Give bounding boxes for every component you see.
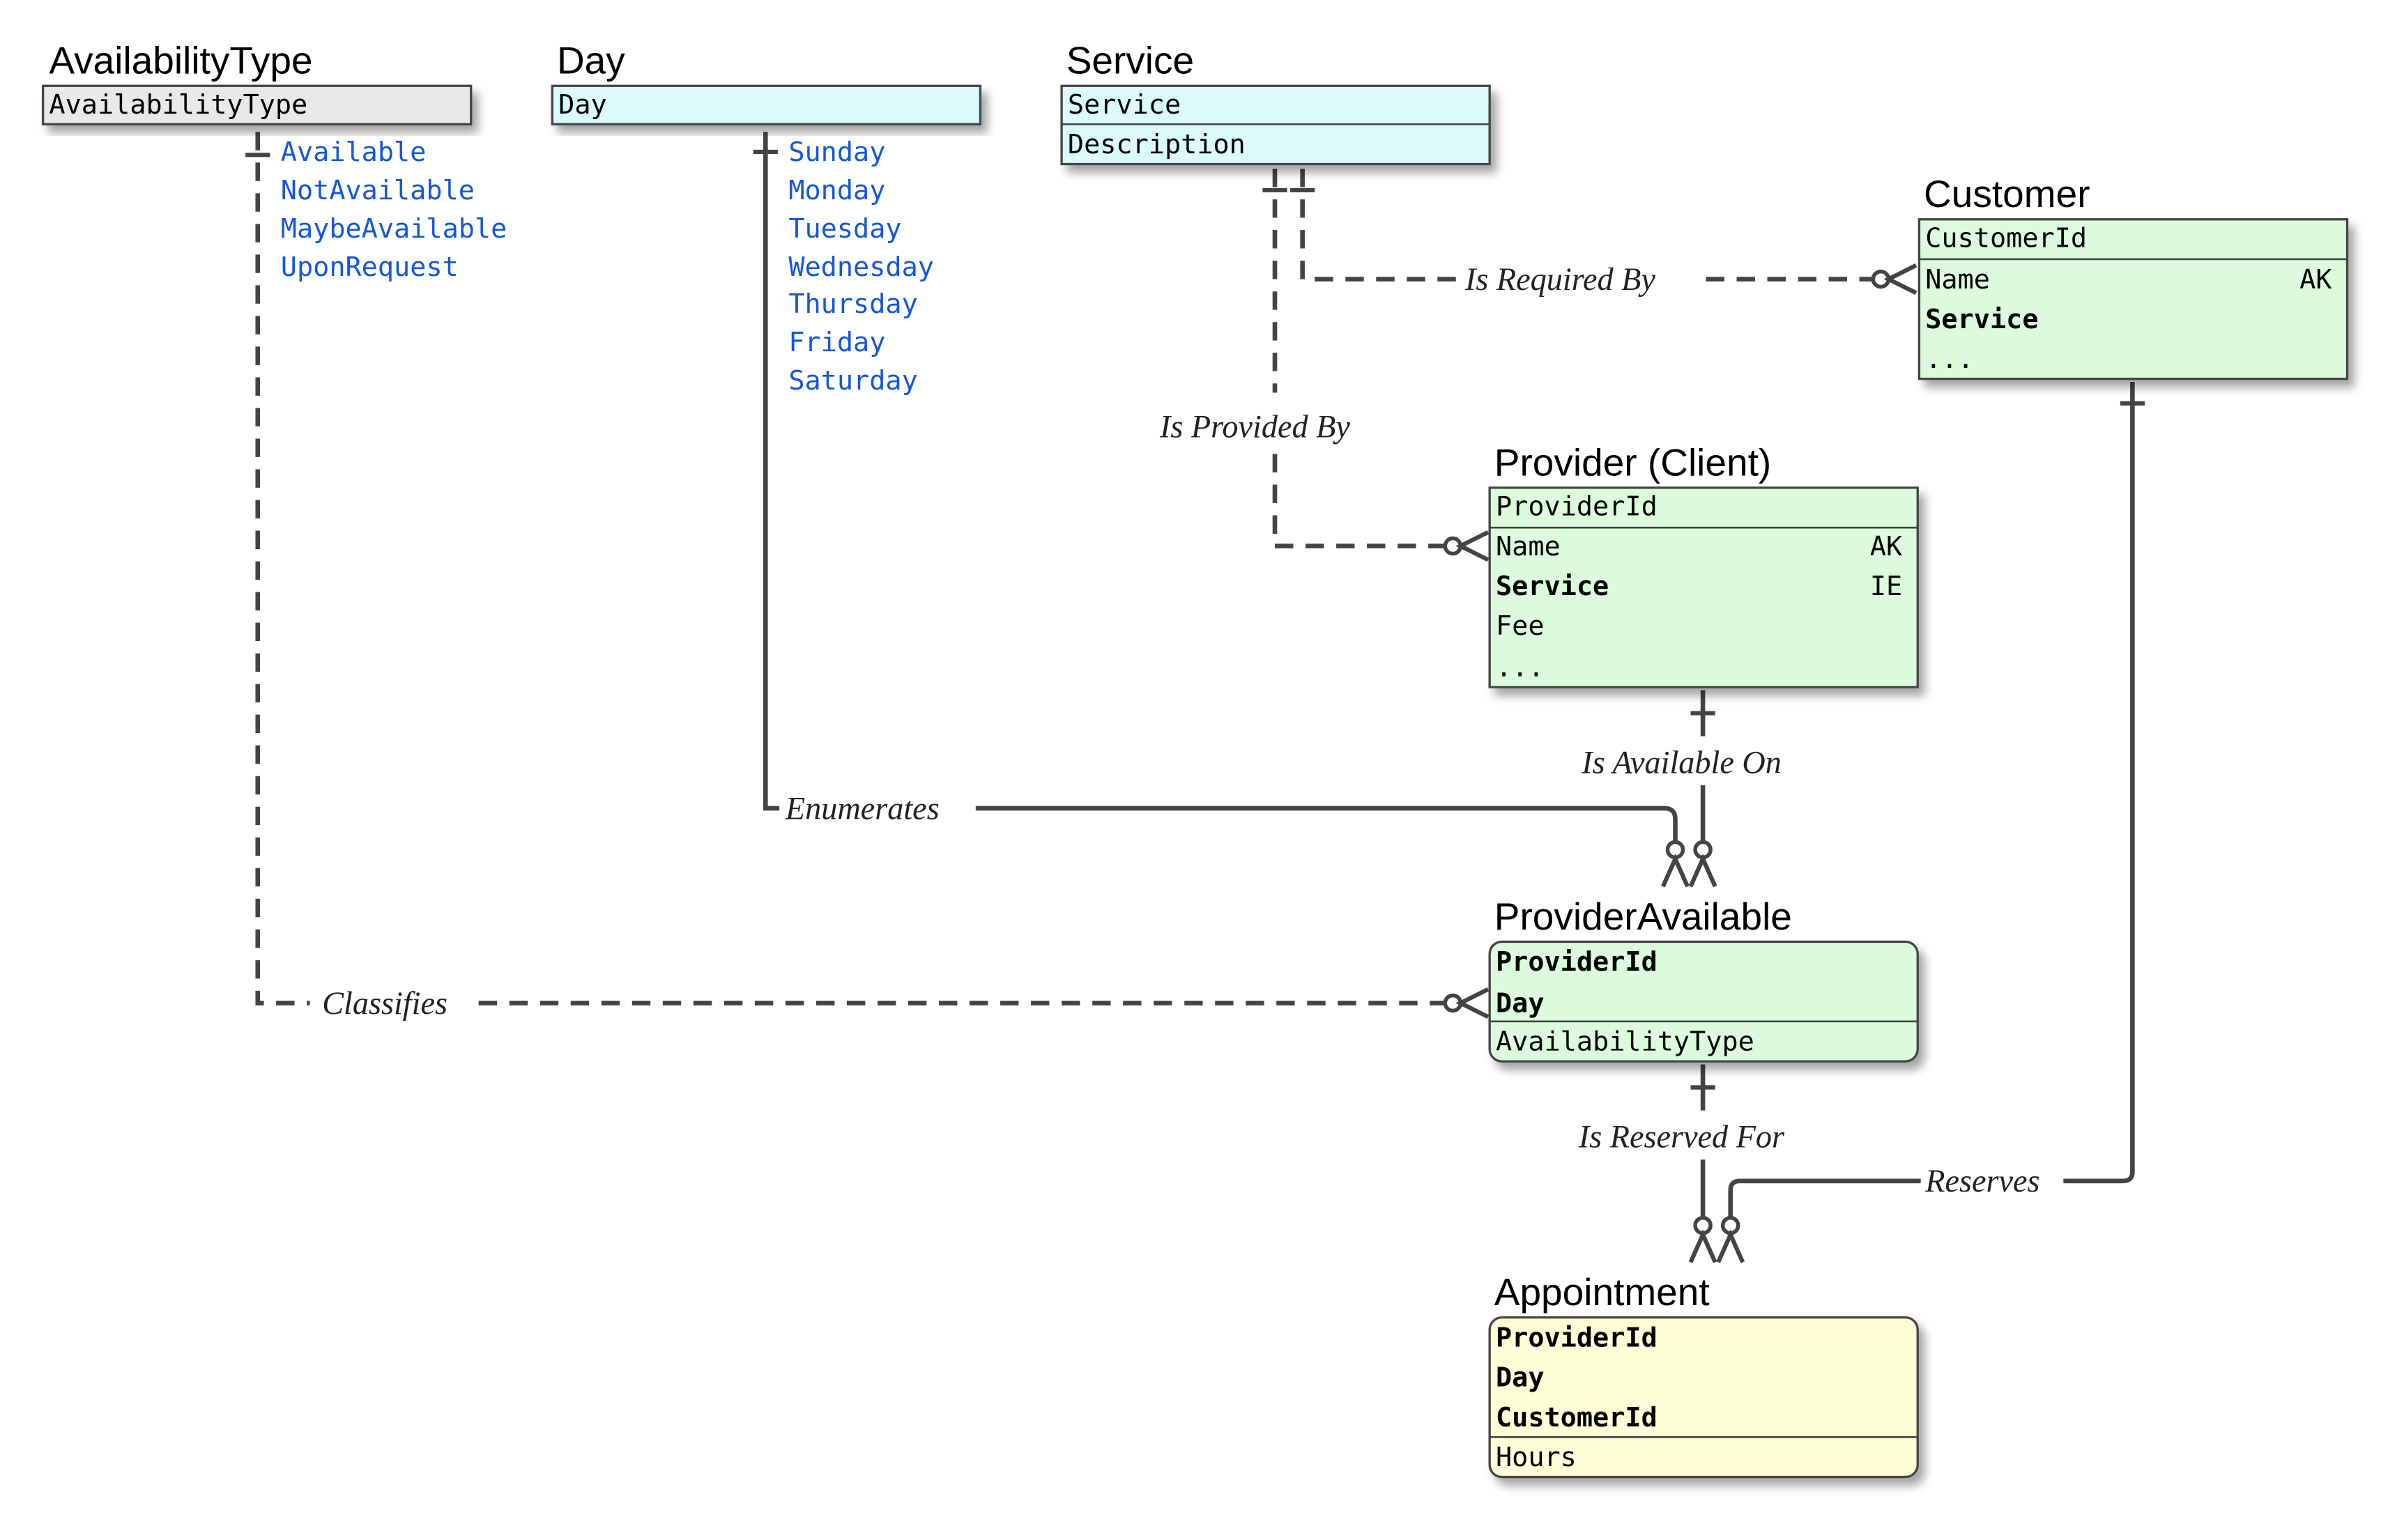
entity-title: AvailabilityType: [49, 39, 312, 82]
attribute: Name: [1496, 531, 1561, 562]
entity-box: [551, 84, 982, 125]
entity-title: Appointment: [1494, 1270, 1710, 1314]
entity-service: Service Service Description: [1060, 39, 1491, 166]
attribute-tag: IE: [1870, 571, 1902, 602]
attribute: ...: [1925, 344, 1974, 375]
rel-is-available-on: Is Available On: [1581, 690, 1782, 888]
attribute: ...: [1496, 652, 1545, 684]
entity-box: [1488, 940, 1919, 1063]
key-attribute: CustomerId: [1496, 1402, 1657, 1433]
entity-appointment: Appointment ProviderId Day CustomerId Ho…: [1488, 1270, 1919, 1479]
enum-value: Sunday: [788, 137, 885, 168]
key-attribute: Day: [558, 89, 607, 121]
attribute: AvailabilityType: [1496, 1026, 1754, 1058]
entity-box: [1488, 486, 1919, 688]
entity-provider: Provider (Client) ProviderId Name AK Ser…: [1488, 440, 1919, 688]
enum-value: Tuesday: [788, 213, 901, 245]
enum-value: Saturday: [788, 365, 917, 396]
rel-enumerates-label: Enumerates: [785, 790, 940, 826]
attribute: Service: [1925, 304, 2038, 335]
crowfoot-mark: [1455, 530, 1490, 562]
attribute: Description: [1068, 129, 1246, 160]
crowfoot-mark: [1688, 853, 1717, 888]
enum-value: Thursday: [788, 288, 917, 320]
rel-reserves-label: Reserves: [1924, 1163, 2039, 1199]
rel-is-required-by-label: Is Required By: [1464, 261, 1655, 297]
entity-box: [1917, 218, 2349, 380]
crowfoot-mark: [1455, 987, 1490, 1019]
entity-box: [41, 84, 473, 125]
key-attribute: Day: [1496, 1362, 1545, 1394]
key-attribute: CustomerId: [1925, 222, 2087, 254]
crowfoot-mark: [1716, 1229, 1745, 1263]
entity-title: Customer: [1924, 172, 2090, 215]
rel-reserves: Reserves: [1716, 382, 2145, 1263]
rel-is-reserved-for-label: Is Reserved For: [1578, 1118, 1785, 1154]
key-attribute: ProviderId: [1496, 1322, 1657, 1353]
entity-title: Provider (Client): [1494, 440, 1771, 484]
enum-value: NotAvailable: [281, 175, 475, 206]
rel-is-provided-by: Is Provided By: [1159, 169, 1490, 562]
rel-is-required-by: Is Required By: [1290, 169, 1917, 297]
entity-availability-type: AvailabilityType AvailabilityType Availa…: [41, 39, 507, 283]
rel-is-available-on-label: Is Available On: [1581, 744, 1782, 780]
attribute: Service: [1496, 571, 1609, 602]
attribute-tag: AK: [1870, 531, 1903, 562]
crowfoot-mark: [1661, 853, 1690, 888]
key-attribute: Service: [1068, 89, 1181, 121]
key-attribute: AvailabilityType: [49, 89, 307, 121]
entity-title: ProviderAvailable: [1494, 895, 1792, 938]
enum-value: Monday: [788, 175, 885, 206]
rel-is-provided-by-label: Is Provided By: [1159, 408, 1350, 444]
enum-value: Wednesday: [788, 252, 934, 283]
attribute: Fee: [1496, 610, 1545, 642]
entity-title: Day: [557, 39, 625, 82]
rel-is-reserved-for: Is Reserved For: [1578, 1064, 1785, 1263]
key-attribute: Day: [1496, 988, 1545, 1019]
rel-classifies: Classifies: [245, 132, 1490, 1021]
attribute: Name: [1925, 264, 1990, 295]
entity-title: Service: [1066, 39, 1194, 82]
enum-value: UponRequest: [281, 252, 459, 283]
enum-value: Available: [281, 137, 427, 168]
entity-customer: Customer CustomerId Name AK Service ...: [1917, 172, 2349, 380]
entity-day: Day Day Sunday Monday Tuesday Wednesday …: [551, 39, 982, 396]
entity-provider-available: ProviderAvailable ProviderId Day Availab…: [1488, 895, 1919, 1063]
crowfoot-mark: [1883, 263, 1917, 295]
rel-classifies-label: Classifies: [322, 985, 447, 1021]
key-attribute: ProviderId: [1496, 491, 1657, 523]
attribute-tag: AK: [2299, 264, 2332, 295]
enum-value: MaybeAvailable: [281, 213, 507, 245]
crowfoot-mark: [1688, 1229, 1717, 1263]
key-attribute: ProviderId: [1496, 946, 1657, 978]
attribute: Hours: [1496, 1442, 1577, 1473]
rel-enumerates: Enumerates: [753, 132, 1690, 888]
enum-value: Friday: [788, 327, 885, 358]
